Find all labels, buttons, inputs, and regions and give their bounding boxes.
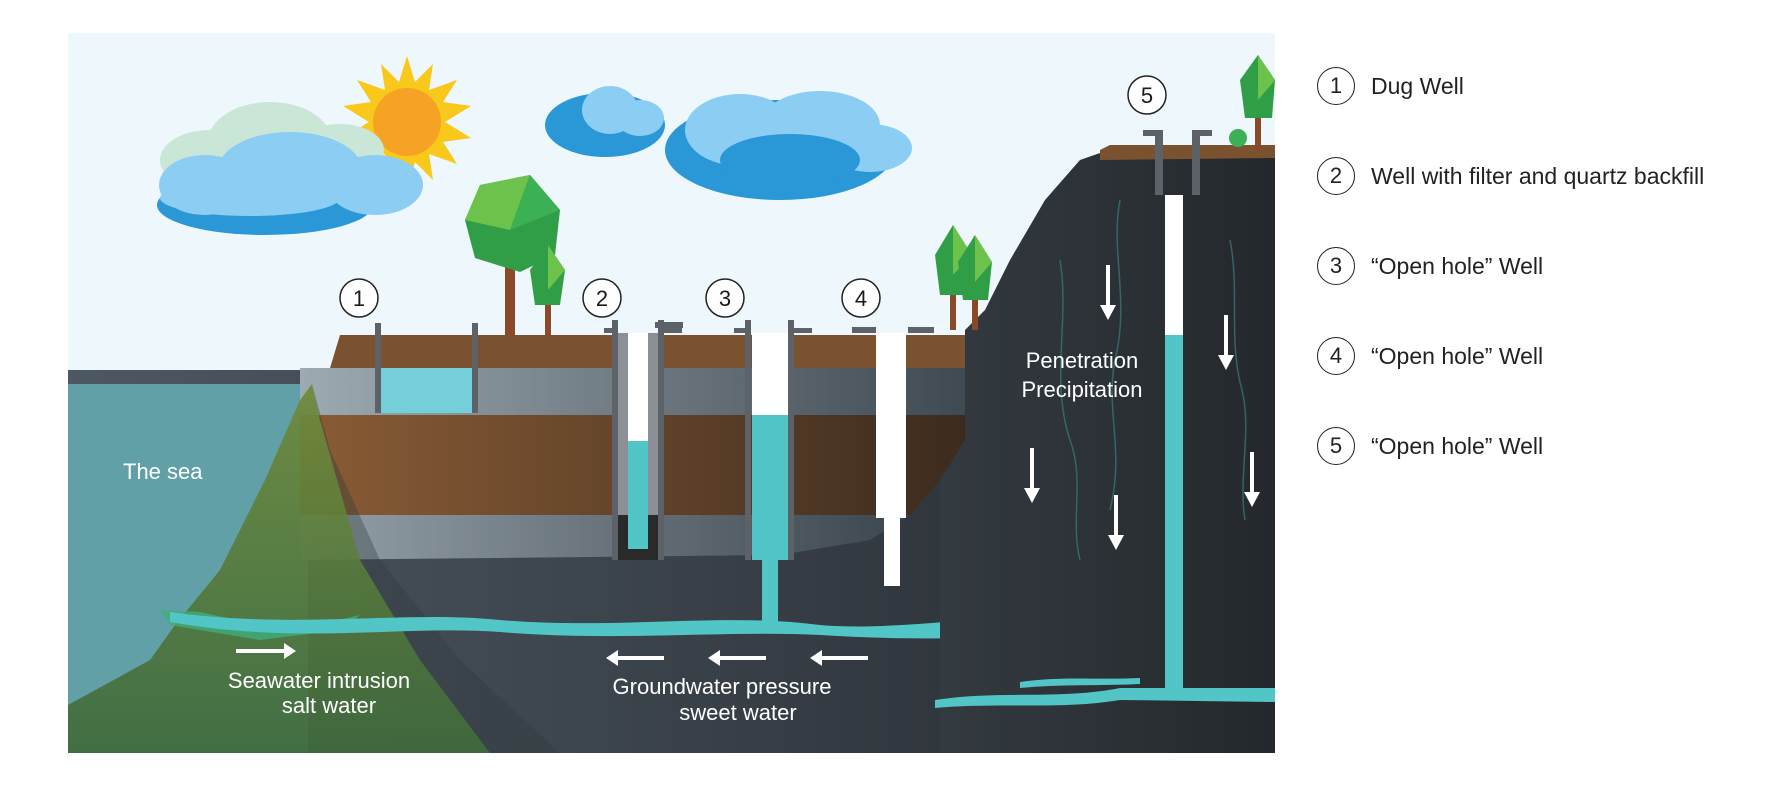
cloud-icon-left [157, 102, 423, 235]
cliff [940, 153, 1275, 753]
penetration-label: Penetration [1026, 348, 1139, 373]
legend-number-badge: 2 [1317, 157, 1355, 195]
arrow-icon-down [1024, 265, 1260, 550]
tree-icon-pair [935, 225, 992, 330]
well-5-shaft [1165, 195, 1183, 335]
legend-number-badge: 4 [1317, 337, 1355, 375]
legend-label: “Open hole” Well [1371, 342, 1544, 369]
svg-text:3: 3 [719, 286, 731, 311]
legend-item: 2 Well with filter and quartz backfill [1317, 156, 1767, 196]
sweet-water-label: sweet water [679, 700, 796, 725]
tree-icon-cliff [1229, 55, 1275, 150]
legend-label: Well with filter and quartz backfill [1371, 162, 1705, 189]
legend: 1 Dug Well 2 Well with filter and quartz… [1317, 66, 1767, 516]
precipitation-label: Precipitation [1021, 377, 1142, 402]
sea-label: The sea [123, 459, 203, 484]
svg-text:5: 5 [1141, 83, 1153, 108]
legend-item: 5 “Open hole” Well [1317, 426, 1767, 466]
legend-number-badge: 1 [1317, 67, 1355, 105]
svg-text:2: 2 [596, 286, 608, 311]
svg-text:4: 4 [855, 286, 867, 311]
seawater-intrusion-label: Seawater intrusion [228, 668, 410, 693]
legend-item: 3 “Open hole” Well [1317, 246, 1767, 286]
svg-text:1: 1 [353, 286, 365, 311]
tree-icon-small [530, 245, 565, 335]
legend-item: 4 “Open hole” Well [1317, 336, 1767, 376]
legend-label: Dug Well [1371, 72, 1464, 99]
groundwater-wells-diagram: 1 2 3 4 5 The sea Penetration Precipitat… [68, 33, 1275, 753]
tree-icon-large [465, 175, 560, 335]
groundwater-pressure-label: Groundwater pressure [613, 674, 832, 699]
legend-label: “Open hole” Well [1371, 252, 1544, 279]
arrow-icon-right [236, 643, 296, 659]
well-5-water [1165, 335, 1183, 690]
well-marker-3: 3 [705, 278, 745, 318]
groundwater-stream [170, 612, 1165, 639]
legend-item: 1 Dug Well [1317, 66, 1767, 106]
well-marker-2: 2 [582, 278, 622, 318]
salt-water-label: salt water [282, 693, 376, 718]
well-marker-4: 4 [841, 278, 881, 318]
well-marker-1: 1 [339, 278, 379, 318]
well-marker-5: 5 [1127, 75, 1167, 115]
cloud-icon-right [545, 86, 912, 200]
arrow-icon-left [606, 650, 868, 666]
saltwater-wedge [68, 384, 490, 753]
legend-number-badge: 5 [1317, 427, 1355, 465]
legend-number-badge: 3 [1317, 247, 1355, 285]
legend-label: “Open hole” Well [1371, 432, 1544, 459]
dug-well-water [378, 368, 472, 413]
